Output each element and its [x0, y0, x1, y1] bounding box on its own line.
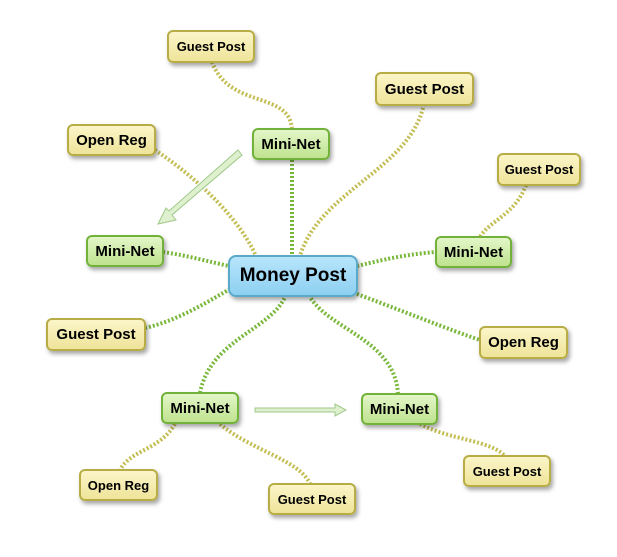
node-mini-net[interactable]: Mini-Net	[86, 235, 164, 267]
node-open-reg[interactable]: Open Reg	[479, 326, 568, 359]
edge-mininet-br-money	[308, 295, 400, 395]
node-guest-post[interactable]: Guest Post	[463, 455, 551, 487]
node-guest-post[interactable]: Guest Post	[497, 153, 581, 186]
edge-mininet-bl-openreg	[118, 422, 177, 472]
node-open-reg[interactable]: Open Reg	[79, 469, 158, 501]
edge-openreg-left-money	[153, 148, 258, 257]
node-mini-net[interactable]: Mini-Net	[252, 128, 330, 160]
edge-guest-right-mininet	[478, 184, 528, 239]
edge-guest-top-mininet	[210, 61, 294, 131]
edge-openreg-right-money	[356, 292, 481, 342]
node-mini-net[interactable]: Mini-Net	[435, 236, 512, 268]
edge-guest-topright-money	[298, 103, 426, 257]
edge-mininet-bl-guest-bottom	[218, 422, 312, 485]
arrow-mininet-top-to-left	[157, 149, 243, 225]
edge-mininet-right-money	[356, 250, 437, 268]
node-guest-post[interactable]: Guest Post	[46, 318, 146, 351]
node-guest-post[interactable]: Guest Post	[375, 72, 474, 106]
arrow-mininet-bl-to-br	[254, 403, 348, 417]
edge-mininet-br-guest-br	[419, 422, 507, 458]
node-mini-net[interactable]: Mini-Net	[361, 393, 438, 425]
node-mini-net[interactable]: Mini-Net	[161, 392, 239, 424]
edge-guest-left-money	[144, 286, 233, 330]
node-guest-post[interactable]: Guest Post	[167, 30, 255, 63]
edge-mininet-left-money	[162, 250, 230, 268]
node-open-reg[interactable]: Open Reg	[67, 124, 156, 156]
node-guest-post[interactable]: Guest Post	[268, 483, 356, 515]
edge-mininet-bl-money	[198, 296, 287, 394]
node-money-post[interactable]: Money Post	[228, 255, 358, 297]
